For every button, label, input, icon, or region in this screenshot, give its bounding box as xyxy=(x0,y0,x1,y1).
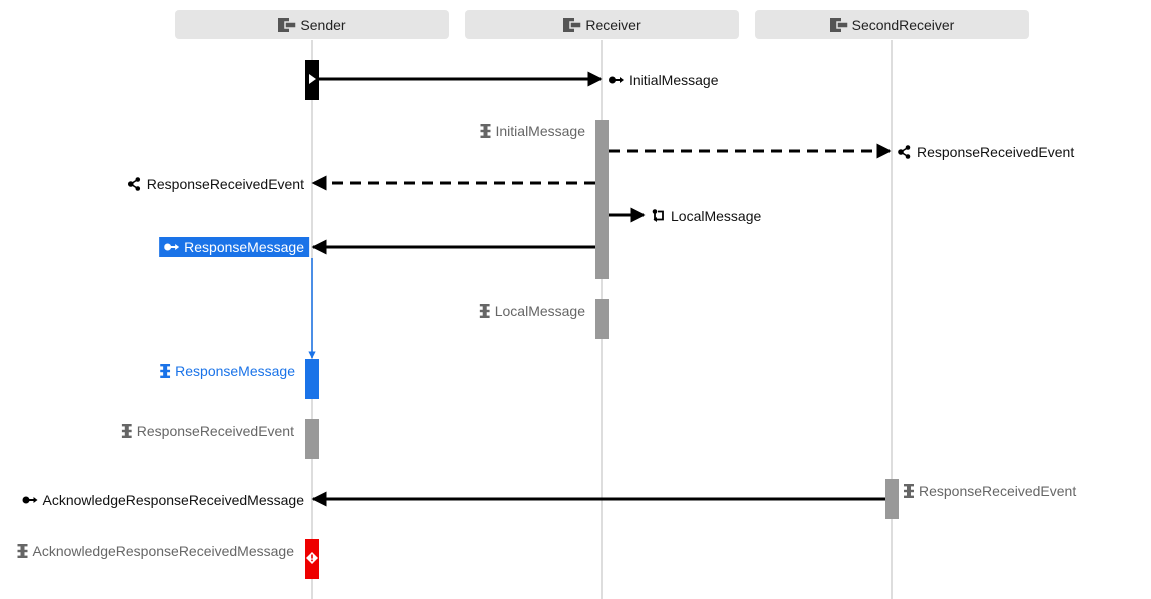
lane-label-receiver: Receiver xyxy=(585,16,641,33)
error-icon xyxy=(306,552,318,564)
event-icon xyxy=(127,177,141,191)
endpoint-icon xyxy=(563,17,582,32)
handler-label-initial-message[interactable]: InitialMessage xyxy=(480,122,585,140)
handler-icon xyxy=(17,544,28,558)
lane-label-sender: Sender xyxy=(300,16,346,33)
local-message-icon xyxy=(652,209,664,222)
message-label-response-received-event-left[interactable]: ResponseReceivedEvent xyxy=(127,175,304,193)
lane-label-second-receiver: SecondReceiver xyxy=(851,16,955,33)
command-icon xyxy=(22,496,38,504)
handler-icon xyxy=(480,124,491,138)
handler-label-response-message[interactable]: ResponseMessage xyxy=(160,362,295,380)
command-icon xyxy=(609,76,624,84)
handler-label-response-received-event-sender[interactable]: ResponseReceivedEvent xyxy=(121,422,294,440)
handler-bar-response-received-event-sender[interactable] xyxy=(305,419,319,459)
handler-bar-response-received-event-second[interactable] xyxy=(885,479,899,519)
handler-icon xyxy=(479,304,490,318)
play-icon xyxy=(309,74,316,84)
message-label-local-message[interactable]: LocalMessage xyxy=(652,207,761,225)
handler-icon xyxy=(160,364,171,378)
event-icon xyxy=(898,145,911,159)
command-icon xyxy=(164,243,180,251)
handler-bar-initial-message[interactable] xyxy=(595,120,609,279)
handler-label-acknowledge-message[interactable]: AcknowledgeResponseReceivedMessage xyxy=(17,542,294,560)
handler-label-response-received-event-second[interactable]: ResponseReceivedEvent xyxy=(904,482,1076,500)
lane-header-second-receiver[interactable]: SecondReceiver xyxy=(755,10,1029,39)
endpoint-icon xyxy=(278,17,297,32)
handler-bar-response-message[interactable] xyxy=(305,359,319,399)
message-label-initial-message[interactable]: InitialMessage xyxy=(609,71,719,89)
lane-header-receiver[interactable]: Receiver xyxy=(465,10,739,39)
handler-label-local-message[interactable]: LocalMessage xyxy=(479,302,585,320)
endpoint-icon xyxy=(829,17,848,32)
message-label-acknowledge-message[interactable]: AcknowledgeResponseReceivedMessage xyxy=(22,491,304,509)
handler-icon xyxy=(904,484,914,498)
message-label-response-message[interactable]: ResponseMessage xyxy=(159,237,309,257)
handler-icon xyxy=(121,424,132,438)
message-label-response-received-event-right[interactable]: ResponseReceivedEvent xyxy=(898,143,1074,161)
handler-bar-local-message[interactable] xyxy=(595,299,609,339)
lane-header-sender[interactable]: Sender xyxy=(175,10,449,39)
